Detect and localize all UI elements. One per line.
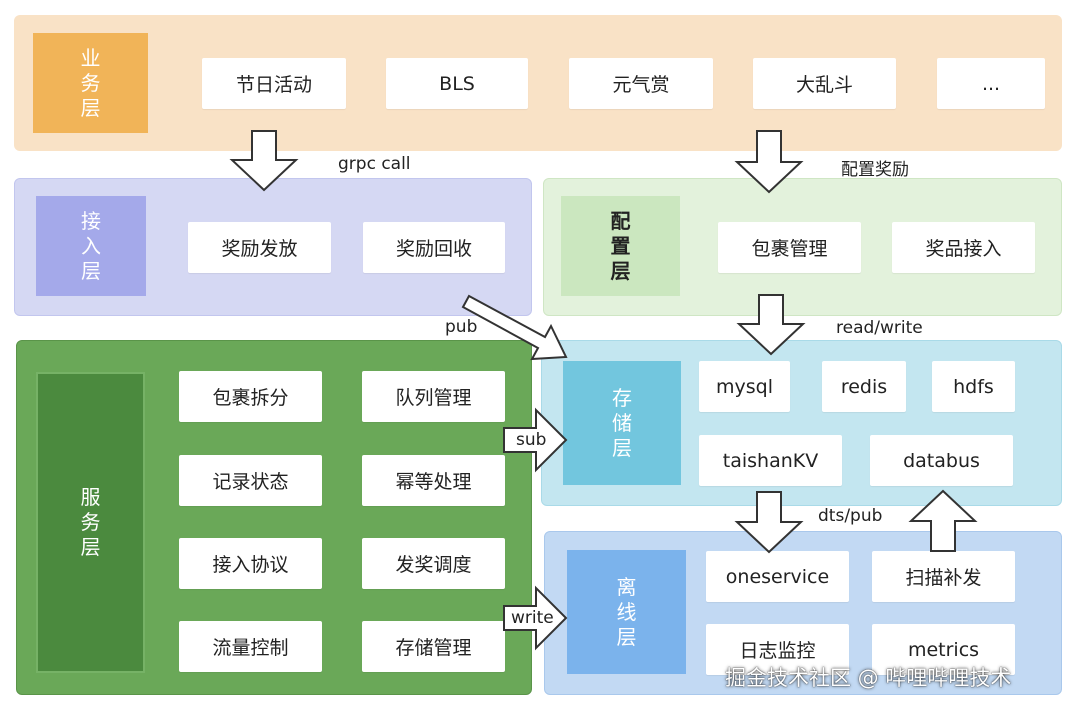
service-item-flow-control: 流量控制: [179, 621, 322, 672]
arrow-right-sub-icon: [503, 407, 568, 473]
offline-item-oneservice: oneservice: [706, 551, 849, 602]
service-item-queue-mgmt: 队列管理: [362, 371, 505, 422]
arrow-down-readwrite-icon: [736, 294, 806, 356]
storage-item-mysql: mysql: [699, 361, 790, 412]
offline-layer-label: 离线层: [567, 550, 686, 674]
service-item-idempotent: 幂等处理: [362, 455, 505, 506]
business-layer-label: 业务层: [33, 33, 148, 133]
arrow-down-grpc-icon: [229, 130, 299, 192]
config-item-package-mgmt: 包裹管理: [718, 222, 861, 273]
storage-layer-label: 存储层: [563, 361, 681, 485]
watermark: 掘金技术社区 @ 哔哩哔哩技术: [725, 666, 1012, 690]
grpc-call-note: grpc call: [338, 154, 411, 174]
config-reward-note: 配置奖励: [841, 160, 909, 180]
config-item-prize-access: 奖品接入: [892, 222, 1035, 273]
service-item-access-protocol: 接入协议: [179, 538, 322, 589]
business-item-bls: BLS: [386, 58, 528, 109]
access-item-reward-issue: 奖励发放: [188, 222, 331, 273]
service-item-storage-mgmt: 存储管理: [362, 621, 505, 672]
storage-item-redis: redis: [822, 361, 906, 412]
sub-note: sub: [516, 430, 547, 450]
read-write-note: read/write: [836, 318, 923, 338]
arrow-right-write-icon: [503, 585, 568, 651]
arrow-down-config-icon: [734, 130, 804, 194]
offline-item-log-monitor: 日志监控: [706, 624, 849, 675]
arrow-diagonal-pub-icon: [461, 294, 568, 361]
config-layer-label: 配置层: [561, 196, 680, 296]
pub-note: pub: [445, 317, 478, 337]
offline-item-scan-reissue: 扫描补发: [872, 551, 1015, 602]
storage-item-databus: databus: [870, 435, 1013, 486]
storage-item-hdfs: hdfs: [932, 361, 1015, 412]
offline-item-metrics: metrics: [872, 624, 1015, 675]
storage-item-taishankv: taishanKV: [699, 435, 842, 486]
arrow-down-dtspub-icon: [734, 491, 804, 554]
write-note: write: [511, 608, 554, 628]
access-item-reward-recall: 奖励回收: [363, 222, 505, 273]
arrow-up-reissue-icon: [908, 489, 978, 552]
service-item-package-split: 包裹拆分: [179, 371, 322, 422]
service-layer-label: 服务层: [36, 372, 145, 673]
dts-pub-note: dts/pub: [818, 506, 883, 526]
service-item-record-state: 记录状态: [179, 455, 322, 506]
business-item-yuanqishang: 元气赏: [569, 58, 713, 109]
access-layer-label: 接入层: [36, 196, 146, 296]
business-item-festival: 节日活动: [202, 58, 346, 109]
service-item-reward-dispatch: 发奖调度: [362, 538, 505, 589]
business-item-more: ...: [937, 58, 1045, 109]
business-item-daluandou: 大乱斗: [753, 58, 896, 109]
